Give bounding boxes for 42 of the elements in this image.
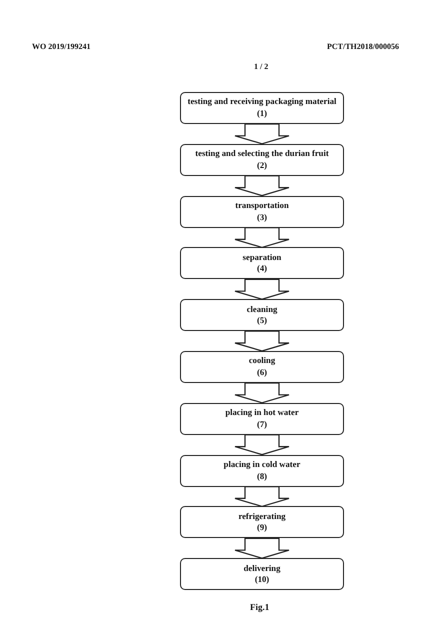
process-box <box>180 196 344 228</box>
process-box <box>180 247 344 280</box>
step-text: placing in cold water <box>224 459 300 471</box>
step-text: (9) <box>256 522 268 534</box>
process-box <box>180 92 344 124</box>
process-box <box>180 299 344 332</box>
process-box <box>180 506 344 538</box>
page-number: 1 / 2 <box>254 62 268 71</box>
block-arrow <box>234 227 290 248</box>
process-box <box>180 454 344 487</box>
step-text: (3) <box>256 212 268 224</box>
block-arrow <box>234 123 290 144</box>
block-arrow <box>234 175 290 196</box>
block-arrow <box>234 486 290 508</box>
block-arrow <box>234 330 290 352</box>
block-arrow <box>234 538 290 559</box>
document-number: PCT/TH2018/000056 <box>327 42 400 51</box>
block-arrow <box>234 382 290 404</box>
step-text: testing and selecting the durian fruit <box>195 148 329 160</box>
process-box <box>180 144 344 176</box>
step-text: placing in hot water <box>225 407 299 419</box>
step-text: separation <box>242 252 282 264</box>
figure-caption: Fig.1 <box>250 602 270 612</box>
block-arrow <box>234 434 290 456</box>
block-arrow <box>234 278 290 300</box>
step-text: (7) <box>256 418 268 430</box>
step-text: (6) <box>256 367 268 379</box>
step-text: delivering <box>244 562 280 574</box>
step-text: transportation <box>235 200 289 212</box>
process-box <box>180 351 344 383</box>
step-text: cooling <box>248 355 276 367</box>
step-text: (10) <box>254 574 270 586</box>
process-box <box>180 402 344 435</box>
step-text: (5) <box>256 315 268 327</box>
step-text: cleaning <box>246 304 278 316</box>
step-text: (4) <box>256 263 268 275</box>
document-number: WO 2019/199241 <box>32 42 90 51</box>
process-box <box>180 558 344 590</box>
step-text: refrigerating <box>238 510 286 522</box>
step-text: (8) <box>256 470 268 482</box>
step-text: testing and receiving packaging material (1) <box>186 96 338 120</box>
step-text: (2) <box>256 160 268 172</box>
